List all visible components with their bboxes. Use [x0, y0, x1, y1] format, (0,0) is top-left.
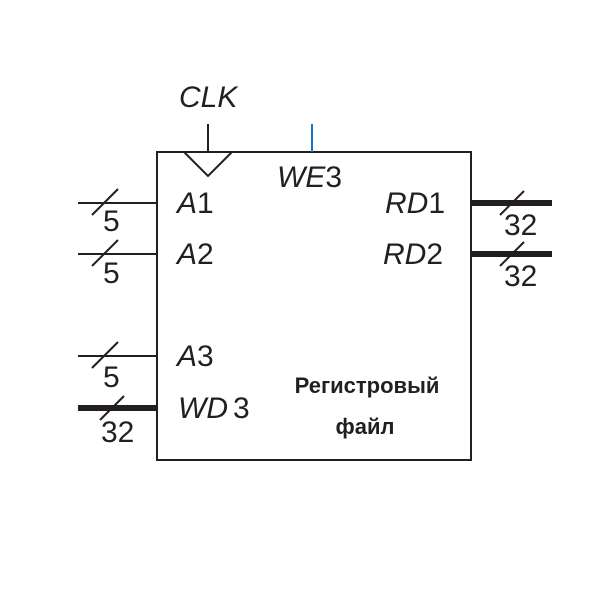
- a3-label: A3: [175, 340, 214, 373]
- a3-width: 5: [103, 361, 120, 394]
- a1-label: A1: [175, 187, 214, 220]
- a3-bus-slash: [91, 341, 119, 369]
- clock-triangle-icon: [183, 151, 233, 178]
- a2-bus-slash: [91, 239, 119, 267]
- a1-bus-slash: [91, 188, 119, 216]
- a1-width: 5: [103, 205, 120, 238]
- wd3-bus-slash: [99, 395, 125, 421]
- rd2-label: RD2: [383, 238, 443, 271]
- a2-label: A2: [175, 238, 214, 271]
- a2-width: 5: [103, 257, 120, 290]
- rd1-width: 32: [504, 209, 537, 242]
- block-title-line2: файл: [336, 414, 395, 439]
- rd2-bus-slash: [499, 241, 525, 267]
- clk-label: CLK: [179, 81, 239, 114]
- block-title-line1: Регистровый: [295, 373, 440, 398]
- we3-label: WE3: [277, 161, 342, 194]
- rd1-bus-slash: [499, 190, 525, 216]
- wd3-width: 32: [101, 416, 134, 449]
- rd1-label: RD1: [385, 187, 445, 220]
- rd2-width: 32: [504, 260, 537, 293]
- register-file-block: [156, 151, 472, 461]
